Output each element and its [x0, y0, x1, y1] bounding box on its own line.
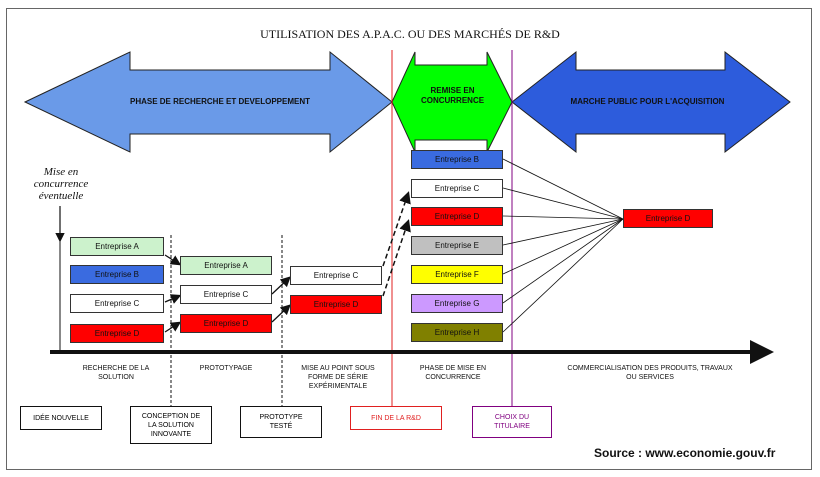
milestone-choix-line1: Choix du — [494, 414, 530, 421]
milestone-choix-titulaire: Choix du titulaire — [472, 406, 552, 438]
connector-c-stage2-to-stage3 — [271, 276, 291, 295]
stage1-entreprise-b: Entreprise B — [70, 265, 164, 284]
milestone-fin-rd: FIN de la R&D — [350, 406, 442, 430]
phase-mise-au-point-line2: forme de série — [308, 374, 368, 381]
phase-label-mise-au-point: Mise au point sous forme de série expéri… — [286, 364, 390, 391]
acquisition-arrow-label: MARCHE PUBLIC POUR L'ACQUISITION — [570, 97, 725, 106]
competition-arrow-label: REMISE EN CONCURRENCE — [405, 86, 500, 106]
milestone-conception-line1: Conception de — [141, 412, 201, 420]
phase-concurrence-line1: Phase de mise en — [419, 365, 487, 372]
selection-lines — [502, 158, 624, 333]
competition-entreprise-d: Entreprise D — [411, 207, 503, 226]
milestone-conception-line3: innovante — [150, 430, 192, 438]
phase-concurrence-line2: concurrence — [425, 374, 481, 381]
milestone-conception: Conception de la solution innovante — [130, 406, 212, 444]
dashed-connector-d — [382, 219, 411, 297]
mise-line2: concurrence — [33, 178, 89, 190]
stage1-entreprise-d: Entreprise D — [70, 324, 164, 343]
competition-entreprise-h: Entreprise H — [411, 323, 503, 342]
phase-label-commercialisation: Commercialisation des produits, travaux … — [530, 364, 770, 382]
phase-mise-au-point-line3: expérimentale — [308, 383, 368, 390]
competition-arrow-label-line1: REMISE EN — [430, 86, 475, 95]
mise-line1: Mise en — [43, 166, 79, 178]
dashed-connector-c — [382, 191, 411, 267]
stage1-entreprise-a: Entreprise A — [70, 237, 164, 256]
phase-research-line2: solution — [98, 374, 134, 381]
phase-commercialisation-line1: Commercialisation des produits, travaux — [567, 365, 733, 372]
competition-arrow-label-line2: CONCURRENCE — [420, 96, 485, 105]
milestone-fin-rd-line1: FIN de la R&D — [371, 414, 421, 422]
mise-en-concurrence-label: Mise en concurrence éventuelle — [26, 166, 96, 202]
stage3-entreprise-d: Entreprise D — [290, 295, 382, 314]
milestone-prototype-teste: Prototype testé — [240, 406, 322, 438]
mise-line3: éventuelle — [38, 190, 84, 202]
connector-d-stage1-to-stage2 — [164, 321, 182, 333]
competition-entreprise-g: Entreprise G — [411, 294, 503, 313]
research-arrow-label: PHASE DE RECHERCHE ET DEVELOPPEMENT — [129, 97, 311, 106]
phase-research-line1: Recherche de la — [82, 365, 150, 372]
phase-label-mise-en-concurrence: Phase de mise en concurrence — [400, 364, 506, 382]
milestone-prototype-line2: testé — [269, 423, 293, 430]
source-credit: Source : www.economie.gouv.fr — [594, 446, 776, 460]
stage2-entreprise-d: Entreprise D — [180, 314, 272, 333]
diagram-title: UTILISATION DES A.P.A.C. OU DES MARCHÉS … — [260, 27, 560, 41]
acquisition-phase-arrow — [511, 50, 791, 154]
stage2-entreprise-c: Entreprise C — [180, 285, 272, 304]
milestone-prototype-line1: Prototype — [259, 414, 303, 421]
milestone-idee-nouvelle: Idée nouvelle — [20, 406, 102, 430]
stage2-entreprise-a: Entreprise A — [180, 256, 272, 275]
phase-label-research: Recherche de la solution — [68, 364, 164, 382]
phase-prototype-line1: Prototypage — [199, 365, 253, 372]
winner-entreprise-d: Entreprise D — [623, 209, 713, 228]
competition-entreprise-b: Entreprise B — [411, 150, 503, 169]
milestone-idee-line1: Idée nouvelle — [33, 414, 89, 422]
stage3-entreprise-c: Entreprise C — [290, 266, 382, 285]
connector-c-stage1-to-stage2 — [164, 294, 182, 304]
milestone-conception-line2: la solution — [148, 421, 194, 429]
competition-entreprise-c: Entreprise C — [411, 179, 503, 198]
competition-entreprise-f: Entreprise F — [411, 265, 503, 284]
competition-entreprise-e: Entreprise E — [411, 236, 503, 255]
milestone-choix-line2: titulaire — [494, 423, 530, 430]
connector-d-stage2-to-stage3 — [271, 304, 291, 323]
connector-a-stage1-to-stage2 — [164, 254, 182, 266]
phase-commercialisation-line2: ou services — [626, 374, 674, 381]
phase-mise-au-point-line1: Mise au point sous — [301, 365, 375, 372]
stage1-entreprise-c: Entreprise C — [70, 294, 164, 313]
phase-label-prototype: Prototypage — [177, 364, 275, 373]
